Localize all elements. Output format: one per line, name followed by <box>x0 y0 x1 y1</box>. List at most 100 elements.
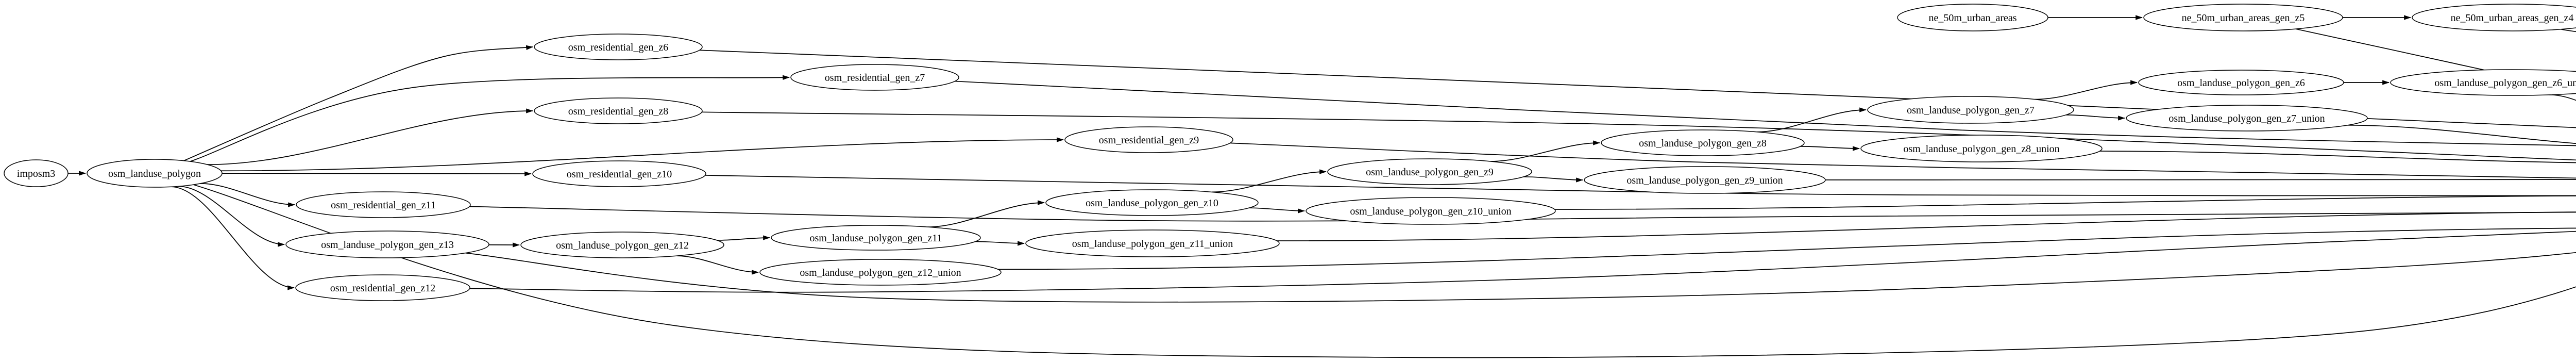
edge-osm_landuse_polygon_gen_z8_union-to-layer-z8 <box>2099 151 2576 163</box>
edge-osm_landuse_polygon_gen_z10_union-to-layer-z10 <box>1554 195 2576 210</box>
node-label-osm_residential_gen_z12: osm_residential_gen_z12 <box>330 283 435 294</box>
edge-osm_landuse_polygon_gen_z9-to-osm_landuse_polygon_gen_z8 <box>1490 140 1601 162</box>
node-osm_residential_gen_z6: osm_residential_gen_z6 <box>534 34 703 60</box>
node-osm_landuse_polygon_gen_z12_union: osm_landuse_polygon_gen_z12_union <box>759 259 1002 286</box>
edge-osm_landuse_polygon-to-osm_residential_gen_z10 <box>222 171 532 176</box>
node-ellipse-osm_landuse_polygon_gen_z8 <box>1601 129 1805 156</box>
nodes-layer: imposm3 osm_landuse_polygon osm_residentia… <box>4 4 2576 301</box>
node-ellipse-imposm3 <box>4 159 69 187</box>
node-label-osm_landuse_polygon_gen_z13: osm_landuse_polygon_gen_z13 <box>321 239 454 251</box>
node-osm_landuse_polygon_gen_z10: osm_landuse_polygon_gen_z10 <box>1045 189 1259 216</box>
node-ellipse-osm_residential_gen_z9 <box>1064 126 1233 153</box>
node-label-ne_50m_urban_areas_gen_z4: ne_50m_urban_areas_gen_z4 <box>2451 12 2574 24</box>
node-ellipse-osm_landuse_polygon <box>87 159 223 188</box>
node-ellipse-osm_residential_gen_z6 <box>534 34 703 60</box>
edge-osm_residential_gen_z8-to-layer-z8 <box>702 111 2576 161</box>
node-ellipse-osm_landuse_polygon_gen_z7_union <box>2126 105 2368 131</box>
edge-osm_landuse_polygon-to-osm_residential_gen_z9 <box>221 137 1064 172</box>
node-ne_50m_urban_areas_gen_z4: ne_50m_urban_areas_gen_z4 <box>2412 4 2576 31</box>
node-label-osm_residential_gen_z7: osm_residential_gen_z7 <box>825 72 925 84</box>
node-label-osm_landuse_polygon_gen_z9_union: osm_landuse_polygon_gen_z9_union <box>1626 175 1783 186</box>
node-label-osm_residential_gen_z11: osm_residential_gen_z11 <box>331 200 436 211</box>
node-label-osm_landuse_polygon_gen_z12_union: osm_landuse_polygon_gen_z12_union <box>800 267 961 278</box>
edge-osm_residential_gen_z12-to-layer-z12 <box>469 231 2576 293</box>
node-ellipse-osm_landuse_polygon_gen_z9_union <box>1584 166 1826 194</box>
edge-osm_landuse_polygon_gen_z7-to-osm_landuse_polygon_gen_z7_union <box>2065 114 2126 121</box>
node-ellipse-ne_50m_urban_areas_gen_z4 <box>2412 4 2576 31</box>
edge-osm_landuse_polygon_gen_z12-to-osm_landuse_polygon_gen_z11 <box>717 235 771 241</box>
node-label-ne_50m_urban_areas_gen_z5: ne_50m_urban_areas_gen_z5 <box>2182 12 2305 24</box>
edge-osm_landuse_polygon_gen_z10-to-osm_landuse_polygon_gen_z9 <box>1212 169 1327 193</box>
node-osm_landuse_polygon_gen_z12: osm_landuse_polygon_gen_z12 <box>520 232 724 258</box>
node-osm_residential_gen_z11: osm_residential_gen_z11 <box>296 191 471 218</box>
node-osm_landuse_polygon: osm_landuse_polygon <box>87 159 223 188</box>
node-ellipse-osm_landuse_polygon_gen_z12 <box>520 232 724 258</box>
node-ellipse-ne_50m_urban_areas_gen_z5 <box>2143 4 2343 31</box>
node-label-osm_landuse_polygon_gen_z10_union: osm_landuse_polygon_gen_z10_union <box>1350 206 1511 217</box>
node-label-osm_residential_gen_z10: osm_residential_gen_z10 <box>567 169 672 180</box>
node-label-osm_landuse_polygon_gen_z10: osm_landuse_polygon_gen_z10 <box>1086 198 1218 209</box>
node-label-osm_residential_gen_z8: osm_residential_gen_z8 <box>568 106 668 117</box>
node-osm_landuse_polygon_gen_z13: osm_landuse_polygon_gen_z13 <box>285 231 489 258</box>
node-osm_landuse_polygon_gen_z6: osm_landuse_polygon_gen_z6 <box>2138 70 2344 95</box>
node-imposm3: imposm3 <box>4 159 69 187</box>
edge-osm_residential_gen_z7-to-layer-z7 <box>955 80 2576 146</box>
node-ellipse-osm_landuse_polygon_gen_z9 <box>1327 158 1532 185</box>
edge-osm_landuse_polygon_gen_z8-to-osm_landuse_polygon_gen_z7 <box>1756 107 1867 133</box>
edge-osm_landuse_polygon-to-osm_residential_gen_z11 <box>200 183 296 207</box>
node-ellipse-osm_residential_gen_z11 <box>296 191 471 218</box>
node-label-osm_landuse_polygon: osm_landuse_polygon <box>108 168 201 179</box>
node-osm_landuse_polygon_gen_z8_union: osm_landuse_polygon_gen_z8_union <box>1860 135 2103 162</box>
node-ellipse-osm_landuse_polygon_gen_z11 <box>771 225 981 251</box>
node-ellipse-osm_landuse_polygon_gen_z10_union <box>1306 197 1556 225</box>
node-ellipse-osm_landuse_polygon_gen_z7 <box>1867 96 2074 124</box>
node-osm_landuse_polygon_gen_z7_union: osm_landuse_polygon_gen_z7_union <box>2126 105 2368 131</box>
node-ellipse-osm_residential_gen_z12 <box>295 274 470 301</box>
node-ellipse-osm_landuse_polygon_gen_z10 <box>1045 189 1259 216</box>
edge-osm_landuse_polygon_gen_z9-to-osm_landuse_polygon_gen_z9_union <box>1523 176 1584 183</box>
node-label-osm_residential_gen_z9: osm_residential_gen_z9 <box>1099 135 1199 146</box>
node-ellipse-osm_landuse_polygon_gen_z12_union <box>759 259 1002 286</box>
edge-osm_landuse_polygon-to-layer-z14+ <box>193 184 2576 358</box>
node-ellipse-osm_landuse_polygon_gen_z6_union <box>2390 69 2576 96</box>
edge-osm_landuse_polygon_gen_z8-to-osm_landuse_polygon_gen_z8_union <box>1800 146 1860 151</box>
node-label-osm_landuse_polygon_gen_z12: osm_landuse_polygon_gen_z12 <box>556 240 689 251</box>
edge-osm_landuse_polygon_gen_z12-to-osm_landuse_polygon_gen_z12_union <box>676 255 759 275</box>
node-osm_landuse_polygon_gen_z7: osm_landuse_polygon_gen_z7 <box>1867 96 2074 124</box>
node-label-osm_landuse_polygon_gen_z9: osm_landuse_polygon_gen_z9 <box>1366 167 1494 178</box>
node-label-osm_landuse_polygon_gen_z6: osm_landuse_polygon_gen_z6 <box>2177 77 2305 89</box>
node-osm_landuse_polygon_gen_z6_union: osm_landuse_polygon_gen_z6_union <box>2390 69 2576 96</box>
node-ellipse-osm_landuse_polygon_gen_z13 <box>285 231 489 258</box>
node-osm_landuse_polygon_gen_z9_union: osm_landuse_polygon_gen_z9_union <box>1584 166 1826 194</box>
node-label-osm_residential_gen_z6: osm_residential_gen_z6 <box>568 42 668 53</box>
node-osm_residential_gen_z10: osm_residential_gen_z10 <box>532 160 706 187</box>
edge-osm_landuse_polygon_gen_z12_union-to-layer-z12 <box>997 227 2576 270</box>
node-osm_residential_gen_z7: osm_residential_gen_z7 <box>790 64 959 91</box>
edge-osm_residential_gen_z6-to-layer-z6 <box>699 50 2576 128</box>
node-label-osm_landuse_polygon_gen_z7_union: osm_landuse_polygon_gen_z7_union <box>2168 113 2325 124</box>
node-osm_landuse_polygon_gen_z11: osm_landuse_polygon_gen_z11 <box>771 225 981 251</box>
node-osm_landuse_polygon_gen_z9: osm_landuse_polygon_gen_z9 <box>1327 158 1532 185</box>
node-osm_residential_gen_z9: osm_residential_gen_z9 <box>1064 126 1233 153</box>
edge-osm_landuse_polygon_gen_z11_union-to-layer-z11 <box>1277 211 2576 241</box>
node-label-osm_landuse_polygon_gen_z8: osm_landuse_polygon_gen_z8 <box>1639 138 1767 149</box>
node-osm_landuse_polygon_gen_z10_union: osm_landuse_polygon_gen_z10_union <box>1306 197 1556 225</box>
node-label-ne_50m_urban_areas: ne_50m_urban_areas <box>1928 12 2016 24</box>
edge-osm_residential_gen_z9-to-layer-z9 <box>1230 142 2576 179</box>
edge-osm_landuse_polygon_gen_z9_union-to-layer-z9 <box>1825 179 2576 180</box>
edge-osm_landuse_polygon-to-osm_residential_gen_z6 <box>183 45 534 161</box>
node-osm_landuse_polygon_gen_z11_union: osm_landuse_polygon_gen_z11_union <box>1025 229 1280 257</box>
node-label-osm_landuse_polygon_gen_z8_union: osm_landuse_polygon_gen_z8_union <box>1903 143 2059 155</box>
node-label-osm_landuse_polygon_gen_z6_union: osm_landuse_polygon_gen_z6_union <box>2434 77 2576 89</box>
node-ellipse-osm_residential_gen_z10 <box>532 160 706 187</box>
edge-osm_landuse_polygon-to-osm_residential_gen_z8 <box>207 108 534 165</box>
edge-osm_landuse_polygon-to-osm_landuse_polygon_gen_z13 <box>178 186 285 247</box>
edge-osm_landuse_polygon_gen_z11-to-osm_landuse_polygon_gen_z11_union <box>975 241 1025 246</box>
node-ne_50m_urban_areas: ne_50m_urban_areas <box>1897 4 2048 31</box>
node-label-imposm3: imposm3 <box>17 168 55 179</box>
node-label-osm_landuse_polygon_gen_z11: osm_landuse_polygon_gen_z11 <box>809 233 942 244</box>
edge-osm_landuse_polygon-to-osm_residential_gen_z12 <box>171 186 295 290</box>
node-osm_landuse_polygon_gen_z8: osm_landuse_polygon_gen_z8 <box>1601 129 1805 156</box>
node-label-osm_landuse_polygon_gen_z11_union: osm_landuse_polygon_gen_z11_union <box>1072 238 1233 250</box>
